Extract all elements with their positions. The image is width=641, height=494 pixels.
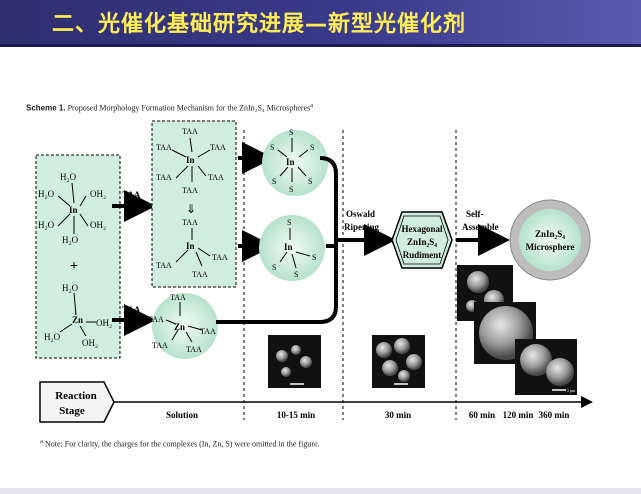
in-taa-label-lt: TAA — [156, 143, 172, 152]
in-center-b: In — [186, 155, 195, 165]
zn-center-a: Zn — [72, 315, 83, 325]
footnote: a Note: For clarity, the charges for the… — [40, 438, 320, 449]
zn-oh2-right: OH₂ — [96, 318, 112, 328]
taa-label-bottom: TAA — [122, 305, 141, 315]
ins-complex-bottom: S In S S S — [272, 218, 316, 279]
ins-complex-top: S S S In S S S — [270, 128, 314, 194]
in2-taa-label-right: TAA — [212, 253, 228, 262]
plus-sign: + — [70, 259, 78, 274]
stage-30min: 30 min — [385, 410, 411, 420]
slide-title: 二、光催化基础研究进展—新型光催化剂 — [52, 12, 467, 37]
in-taa-label-rt: TAA — [210, 143, 226, 152]
bottom-bar — [0, 488, 641, 494]
stage-10-15min: 10-15 min — [277, 410, 315, 420]
stage-label-line2: Stage — [59, 405, 85, 417]
hexagonal-inner — [395, 215, 449, 265]
in-center-d: In — [286, 157, 295, 167]
in-oh2-right-bottom: OH₂ — [90, 220, 106, 230]
solution-box — [35, 154, 121, 359]
zn-taa-label-right: TAA — [200, 327, 216, 336]
s-label: S — [272, 263, 276, 272]
zn-taa-label-left: TAA — [148, 315, 164, 324]
hexagonal-rudiment — [391, 211, 453, 269]
sphere-line2: Microsphere — [526, 242, 575, 252]
taa-label-top: TAA — [122, 190, 141, 200]
zn-taa-sphere — [152, 293, 218, 359]
in2-taa-label-bottom: TAA — [192, 270, 208, 279]
stage-120min: 120 min — [503, 410, 534, 420]
in2-taa-label-left: TAA — [156, 261, 172, 270]
title-underline — [0, 44, 641, 47]
zn-taa-complex: TAA TAA Zn TAA TAA TAA — [148, 293, 216, 354]
zn-water-top: H₂O — [62, 283, 79, 293]
zn-center-b: Zn — [174, 322, 185, 332]
sphere-line1: ZnIn₂S₄ — [535, 229, 565, 239]
s-label: S — [272, 177, 276, 186]
s-label: S — [310, 143, 314, 152]
zn-taa-label-lb: TAA — [152, 341, 168, 350]
sem-image-30min — [372, 335, 425, 388]
stage-solution: Solution — [166, 410, 198, 420]
stage-label-line1: Reaction — [55, 390, 97, 402]
zn-taa-label-rb: TAA — [186, 345, 202, 354]
in-taa-label-top: TAA — [182, 127, 198, 136]
s-label: S — [287, 218, 291, 227]
stage-60min: 60 min — [469, 410, 495, 420]
in-water-top: H₂O — [60, 172, 77, 182]
in-water-bottom: H₂O — [62, 235, 79, 245]
scheme-caption: Scheme 1. Proposed Morphology Formation … — [26, 102, 313, 113]
ins-sphere-top — [262, 130, 328, 196]
converging-path — [216, 156, 338, 324]
sem-image-360min: 1 μm — [515, 339, 577, 395]
footnote-text: Note: For clarity, the charges for the c… — [44, 439, 320, 449]
s-label: S — [270, 143, 274, 152]
footnote-sup: a — [40, 438, 43, 445]
ins-sphere-bottom — [259, 215, 325, 281]
in-center-c: In — [186, 241, 195, 251]
in-oh2-right-top: OH₂ — [90, 189, 106, 199]
hexagonal-line3: Rudiment — [403, 250, 442, 260]
title-bar — [0, 0, 641, 44]
hexagonal-line2: ZnIn₂S₄ — [407, 237, 437, 247]
in-taa-label-bottom: TAA — [182, 186, 198, 195]
zn-aquo-complex: H₂O Zn OH₂ H₂O OH₂ — [44, 283, 112, 348]
reaction-stage-box — [39, 381, 115, 423]
in-water-left-bottom: H₂O — [38, 220, 55, 230]
in-aquo-complex: H₂O H₂O OH₂ In H₂O OH₂ H₂O — [38, 172, 106, 245]
self-assemble-line1: Self- — [466, 209, 484, 219]
in-taa-complex-lower: TAA In TAA TAA TAA — [156, 218, 228, 279]
scale-label: 1 μm — [567, 388, 576, 393]
in-center-a: In — [69, 205, 78, 215]
in-taa-label-lb: TAA — [156, 173, 172, 182]
ostwald-line1: Oswald — [346, 209, 375, 219]
hexagonal-line1: Hexagonal — [401, 224, 443, 234]
scheme-caption-sup: a — [310, 102, 314, 109]
s-label: S — [294, 270, 298, 279]
in-taa-box — [151, 120, 237, 288]
zn-water-left: H₂O — [44, 332, 61, 342]
in-water-left-top: H₂O — [38, 189, 55, 199]
equilibrium-arrow: ⇓ — [186, 202, 196, 216]
scheme-caption-text: Proposed Morphology Formation Mechanism … — [67, 103, 311, 113]
ostwald-line2: Ripening — [344, 222, 380, 232]
sem-image-15min — [268, 335, 321, 388]
in-center-e: In — [284, 242, 293, 252]
stage-360min: 360 min — [539, 410, 570, 420]
self-assemble-line2: Assemble — [462, 222, 499, 232]
scheme-label: Scheme 1. — [26, 103, 66, 113]
s-label: S — [289, 185, 293, 194]
in2-taa-label-top: TAA — [182, 218, 198, 227]
s-label: S — [289, 128, 293, 137]
zn-oh2-bottom: OH₂ — [82, 338, 98, 348]
in-taa-label-rb: TAA — [208, 173, 224, 182]
s-label: S — [308, 177, 312, 186]
zn-taa-label-top: TAA — [170, 293, 186, 302]
s-label: S — [312, 253, 316, 262]
in-taa-complex-upper: TAA TAA TAA In TAA TAA TAA ⇓ — [156, 127, 226, 216]
microsphere-core — [519, 209, 581, 271]
